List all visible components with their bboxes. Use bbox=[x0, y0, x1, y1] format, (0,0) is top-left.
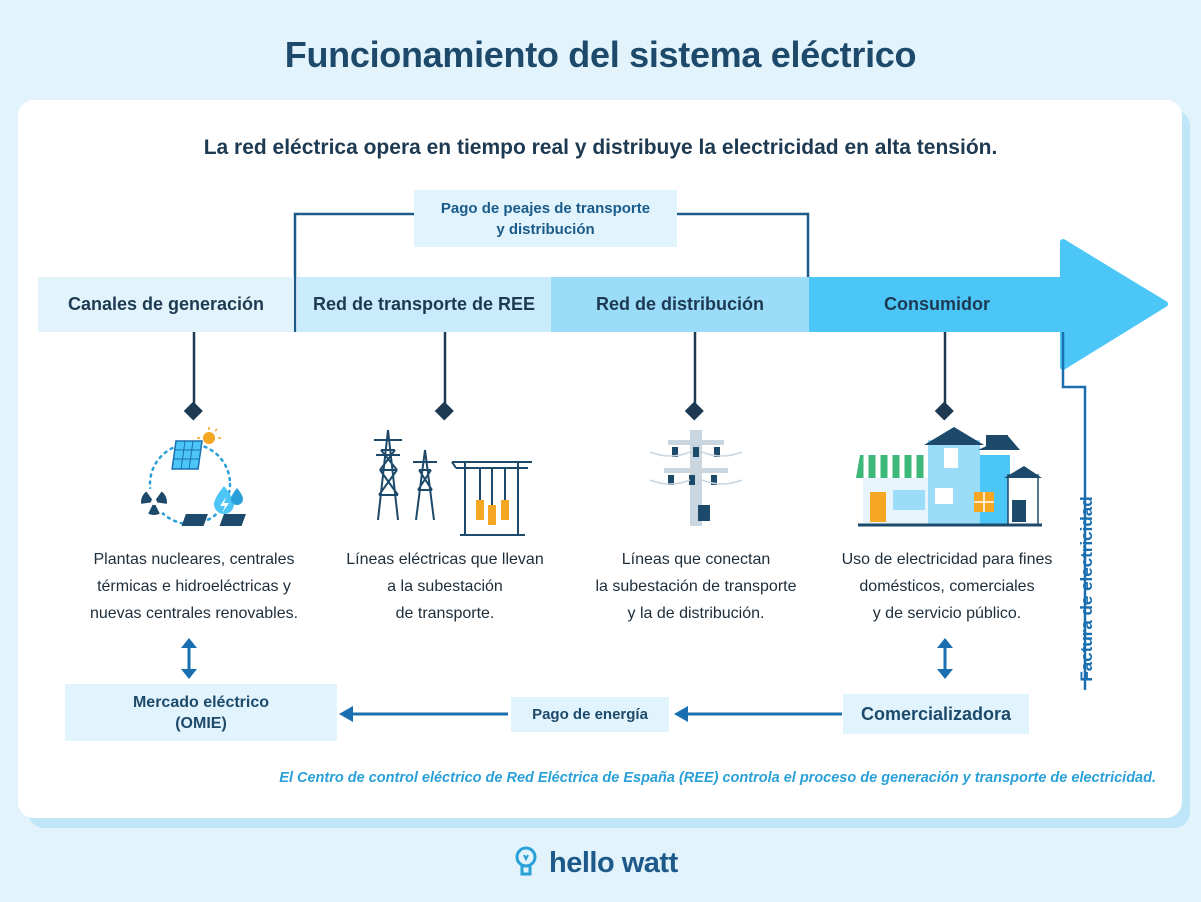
market-line-1: Mercado eléctrico bbox=[132, 693, 270, 711]
stage-transport: Red de transporte de REE bbox=[297, 277, 551, 332]
flow-arrowhead bbox=[1060, 239, 1168, 370]
consumer-buildings-icon bbox=[856, 427, 1042, 527]
generation-icon bbox=[140, 427, 243, 526]
logo-text: hello watt bbox=[549, 846, 678, 879]
bill-label: Factura de electricidad bbox=[1077, 496, 1096, 682]
tolls-line-2: y distribución bbox=[496, 220, 595, 238]
market-line-2: (OMIE) bbox=[175, 714, 227, 732]
bulb-logo-icon bbox=[515, 846, 537, 876]
energy-payment-box: Pago de energía bbox=[511, 697, 669, 732]
footer-note: El Centro de control eléctrico de Red El… bbox=[279, 770, 1156, 786]
stage-drop-lines bbox=[183, 332, 954, 421]
transmission-icon bbox=[181, 429, 532, 536]
double-arrows bbox=[181, 638, 953, 679]
generation-description: Plantas nucleares, centrales térmicas e … bbox=[89, 551, 299, 622]
stage-generation: Canales de generación bbox=[38, 277, 294, 332]
stage-consumer: Consumidor bbox=[809, 277, 1065, 332]
logo: hello watt bbox=[517, 843, 678, 883]
tolls-payment-box: Pago de peajes de transporte y distribuci… bbox=[414, 190, 677, 247]
bill-line bbox=[1061, 330, 1087, 690]
market-box: Mercado eléctrico (OMIE) bbox=[65, 684, 337, 741]
payment-arrows bbox=[339, 706, 842, 722]
stage-distribution: Red de distribución bbox=[551, 277, 809, 332]
distribution-description: Líneas que conectan la subestación de tr… bbox=[595, 551, 797, 622]
transport-description: Líneas eléctricas que llevan a la subest… bbox=[346, 551, 544, 622]
distribution-pole-icon bbox=[649, 430, 743, 526]
retailer-box: Comercializadora bbox=[843, 694, 1029, 734]
subtitle: La red eléctrica opera en tiempo real y … bbox=[203, 136, 998, 159]
page-title: Funcionamiento del sistema eléctrico bbox=[284, 34, 917, 75]
tolls-line-1: Pago de peajes de transporte bbox=[440, 199, 651, 217]
consumer-description: Uso de electricidad para fines doméstico… bbox=[841, 551, 1053, 622]
